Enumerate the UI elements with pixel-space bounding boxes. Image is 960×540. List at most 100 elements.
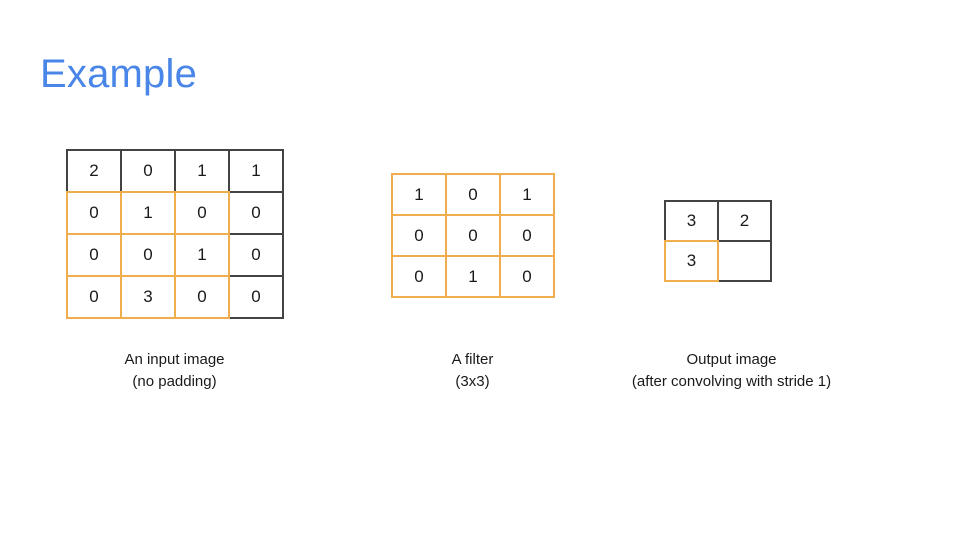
input-image-cell: 2 — [66, 149, 122, 193]
filter-cell: 0 — [499, 214, 555, 257]
input-image-cell: 1 — [228, 149, 284, 193]
input-image-cell-border — [228, 317, 284, 319]
output-image-cell — [717, 240, 772, 282]
filter-cell: 0 — [391, 255, 447, 298]
output-image-cell: 2 — [717, 200, 772, 242]
input-image-cell: 0 — [66, 191, 122, 235]
filter-cell-border — [391, 255, 393, 298]
input-image-cell-border — [66, 191, 122, 193]
input-image-cell: 0 — [120, 149, 176, 193]
input-image-cell-border — [66, 233, 68, 277]
output-caption-line-1: Output image — [686, 351, 777, 368]
input-image-cell-border — [66, 317, 122, 319]
input-image-cell-border — [120, 149, 122, 193]
filter-cell-border — [553, 173, 555, 216]
output-image-cell-value: 2 — [739, 211, 750, 230]
input-image-cell-border — [66, 149, 122, 151]
filter-cell-border — [499, 214, 501, 257]
filter-cell-value: 0 — [522, 266, 532, 286]
input-image-cell-border — [66, 233, 122, 235]
input-image-cell-border — [282, 191, 284, 235]
filter-cell-border — [445, 173, 501, 175]
output-image-cell-border — [717, 240, 772, 242]
filter-cell: 1 — [499, 173, 555, 216]
filter-cell-border — [391, 214, 447, 216]
filter-cell: 0 — [391, 214, 447, 257]
filter-cell-border — [499, 214, 555, 216]
input-image-cell-border — [120, 233, 122, 277]
input-image-cell: 0 — [120, 233, 176, 277]
input-image-cell: 3 — [120, 275, 176, 319]
input-image-figure: 2 0 1 1 0 1 0 0 0 0 1 0 0 3 0 0 — [66, 149, 284, 319]
input-image-cell-border — [174, 191, 176, 235]
input-image-cell-value: 0 — [143, 161, 153, 180]
input-image-cell-border — [120, 149, 176, 151]
filter-cell: 1 — [445, 255, 501, 298]
filter-caption: A filter (3x3) — [392, 349, 553, 393]
input-image-cell-border — [120, 233, 176, 235]
page-title: Example — [40, 52, 198, 96]
filter-cell-value: 1 — [414, 184, 424, 204]
input-image-cell-border — [282, 233, 284, 277]
input-image-cell-value: 1 — [197, 245, 207, 264]
input-image-cell-border — [174, 149, 176, 193]
input-image-cell-border — [120, 191, 176, 193]
input-image-cell: 0 — [66, 275, 122, 319]
output-image-cell-border — [717, 200, 719, 242]
input-image-cell-border — [120, 275, 176, 277]
input-image-cell-value: 0 — [89, 245, 99, 264]
input-image-cell-value: 0 — [197, 287, 207, 306]
input-image-cell-border — [228, 275, 284, 277]
filter-cell: 0 — [499, 255, 555, 298]
filter-cell-value: 0 — [414, 266, 424, 286]
input-image-cell-value: 1 — [197, 161, 207, 180]
input-image-cell-value: 0 — [251, 203, 261, 222]
input-image-cell-border — [66, 275, 68, 319]
filter-cell-border — [499, 255, 555, 257]
filter-cell-border — [445, 214, 447, 257]
filter-cell-border — [445, 214, 501, 216]
input-image-cell: 0 — [174, 191, 230, 235]
input-image-cell-value: 0 — [143, 245, 153, 264]
input-image-cell-value: 2 — [89, 161, 99, 180]
input-image-cell: 1 — [174, 149, 230, 193]
input-image-cell: 0 — [174, 275, 230, 319]
filter-cell-border — [499, 255, 501, 298]
input-image-cell-border — [282, 149, 284, 193]
filter-cell-border — [445, 296, 501, 298]
input-image-cell: 0 — [66, 233, 122, 277]
filter-cell-border — [391, 173, 393, 216]
input-image-cell-value: 1 — [251, 161, 261, 180]
input-image-cell-border — [174, 191, 230, 193]
filter-cell-border — [553, 255, 555, 298]
input-image-cell-border — [174, 317, 230, 319]
input-image-cell-value: 0 — [251, 245, 261, 264]
input-image-cell-value: 3 — [143, 287, 153, 306]
filter-cell-border — [391, 255, 447, 257]
output-image-cell-border — [717, 280, 772, 282]
input-image-cell-border — [228, 275, 230, 319]
input-image-cell-border — [228, 191, 284, 193]
filter-cell-border — [445, 255, 501, 257]
output-image-cell: 3 — [664, 200, 719, 242]
input-image-cell: 1 — [174, 233, 230, 277]
input-image-cell-border — [120, 275, 122, 319]
output-image-cell-border — [664, 200, 666, 242]
filter-cell-value: 0 — [522, 225, 532, 245]
input-image-cell-value: 0 — [89, 287, 99, 306]
filter-cell-border — [391, 296, 447, 298]
input-image-cell-border — [174, 149, 230, 151]
filter-cell-border — [445, 255, 447, 298]
input-image-cell: 0 — [228, 275, 284, 319]
input-image-grid: 2 0 1 1 0 1 0 0 0 0 1 0 0 3 0 0 — [66, 149, 284, 319]
input-image-cell: 1 — [120, 191, 176, 235]
input-image-cell-border — [66, 275, 122, 277]
output-image-cell-border — [664, 240, 666, 282]
input-image-cell-border — [282, 275, 284, 319]
input-image-cell-border — [228, 149, 230, 193]
input-image-cell-value: 1 — [143, 203, 153, 222]
filter-cell: 0 — [445, 214, 501, 257]
input-image-cell-border — [120, 317, 176, 319]
